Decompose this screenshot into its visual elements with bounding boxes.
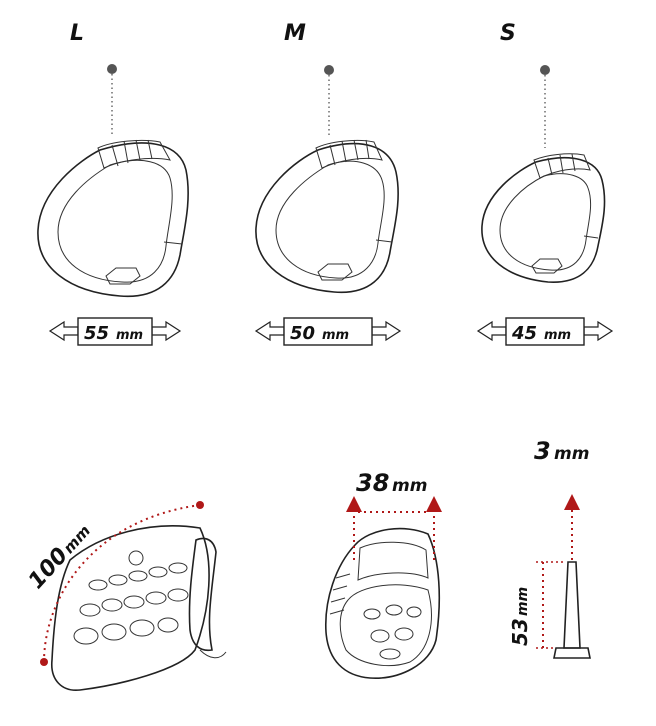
cage-length-label: 100 mm xyxy=(24,522,94,594)
cage-length-arc xyxy=(43,504,201,663)
width-m-callout: 50 mm xyxy=(254,317,402,346)
head-width-group: 38 mm xyxy=(325,469,442,679)
arc-end-dot xyxy=(40,658,48,666)
plug-length-label: 53 mm xyxy=(508,587,532,646)
width-s-unit: mm xyxy=(544,328,571,343)
plug-length-unit: mm xyxy=(515,587,531,616)
width-s-value: 45 xyxy=(511,323,537,344)
size-s-letter: S xyxy=(500,21,516,46)
ring-l-icon xyxy=(37,139,189,298)
size-m-group: M 50 mm xyxy=(254,21,402,346)
width-l-unit: mm xyxy=(116,328,143,343)
width-l-callout: 55 mm xyxy=(48,317,182,346)
size-l-group: L 55 mm xyxy=(37,21,189,346)
size-l-letter: L xyxy=(70,21,84,46)
plug-diameter-unit: mm xyxy=(554,444,589,464)
cage-side-icon xyxy=(51,525,227,691)
width-l-value: 55 xyxy=(84,323,109,344)
plug-length-value: 53 xyxy=(508,618,532,646)
width-s-callout: 45 mm xyxy=(476,317,614,346)
cage-length-unit: mm xyxy=(60,522,94,557)
pin-dot-icon xyxy=(540,65,550,75)
size-m-letter: M xyxy=(284,21,306,46)
urethral-plug-icon xyxy=(553,561,591,659)
ring-m-icon xyxy=(255,139,399,294)
ring-s-icon xyxy=(481,153,606,283)
cage-length-group: 100 mm xyxy=(24,501,227,691)
width-m-unit: mm xyxy=(322,328,349,343)
size-s-group: S 45 mm xyxy=(476,21,614,346)
arc-end-dot xyxy=(196,501,204,509)
head-width-value: 38 xyxy=(356,469,389,497)
cage-front-icon xyxy=(325,527,441,679)
pin-dot-icon xyxy=(324,65,334,75)
head-width-unit: mm xyxy=(392,476,427,496)
plug-group: 3 mm 53 mm xyxy=(508,437,591,659)
plug-diameter-value: 3 xyxy=(534,437,551,465)
width-m-value: 50 xyxy=(290,323,315,344)
pin-dot-icon xyxy=(107,64,117,74)
